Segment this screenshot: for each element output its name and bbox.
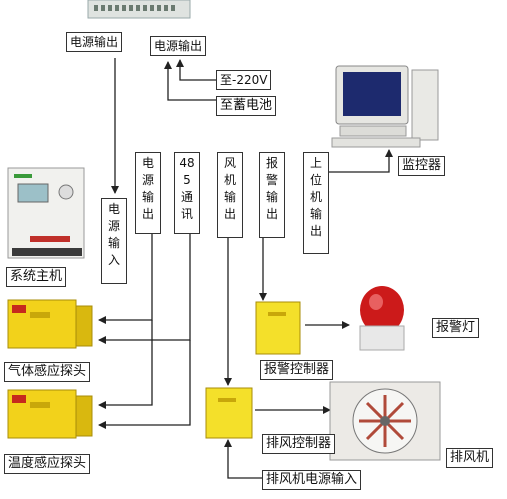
label-to-220v: 至-220V: [216, 70, 272, 90]
alarm-controller-device: [255, 301, 301, 355]
power-supply-unit: [87, 0, 191, 19]
label-power-input-vertical: 电源输入: [101, 198, 127, 284]
label-exhaust-fan: 排风机: [446, 448, 494, 468]
gas-probe-device: [7, 299, 93, 349]
exhaust-controller-device: [205, 387, 253, 439]
temperature-probe-device: [7, 389, 93, 439]
wire-220v: [176, 59, 216, 81]
label-power-output-1: 电源输出: [66, 32, 123, 52]
wire-exhaust-power: [224, 439, 262, 479]
alarm-light-device: [359, 286, 405, 351]
label-temperature-probe: 温度感应探头: [4, 454, 91, 474]
system-host-device: [7, 167, 85, 259]
label-alarm-light: 报警灯: [432, 318, 480, 338]
label-column-alarm-output: 报警输出: [259, 152, 285, 238]
label-monitor: 监控器: [398, 156, 446, 176]
label-system-host: 系统主机: [6, 267, 67, 287]
exhaust-fan-device: [329, 381, 441, 461]
label-exhaust-controller: 排风控制器: [262, 434, 336, 454]
wire-battery: [164, 61, 216, 101]
label-gas-probe: 气体感应探头: [4, 362, 91, 382]
label-to-battery: 至蓄电池: [216, 96, 277, 116]
label-exhaust-power-input: 排风机电源输入: [262, 470, 362, 490]
label-column-upper-output: 上位机输出: [303, 152, 329, 254]
label-column-fan-output: 风机输出: [217, 152, 243, 238]
monitor-computer: [331, 65, 439, 148]
label-column-power-output: 电源输出: [135, 152, 161, 234]
label-power-output-2: 电源输出: [150, 36, 207, 56]
label-alarm-controller: 报警控制器: [260, 360, 334, 380]
